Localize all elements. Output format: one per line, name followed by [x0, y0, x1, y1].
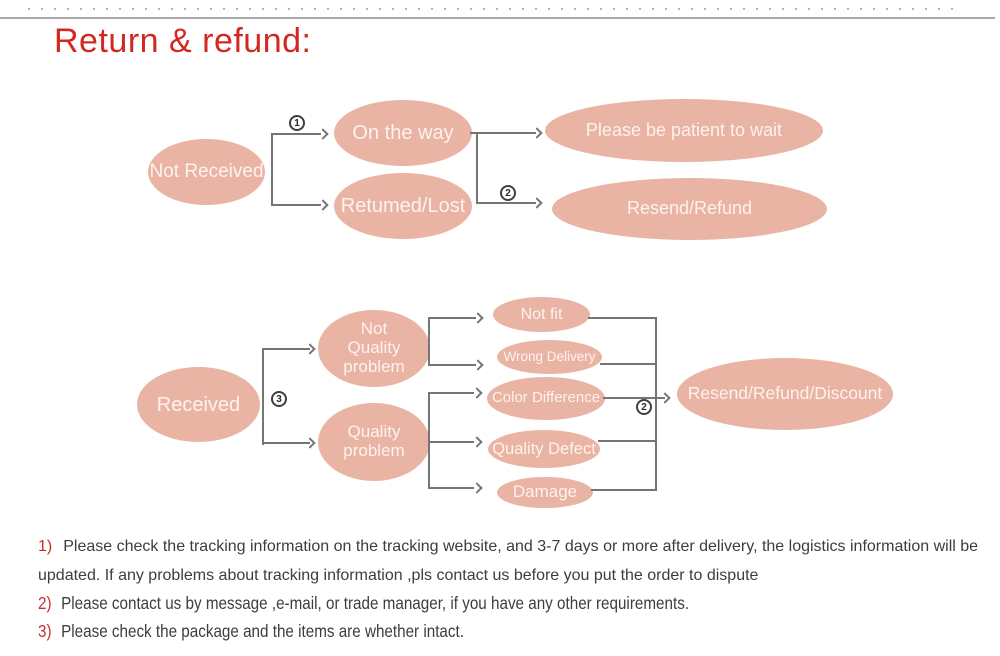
top-dotted-divider	[28, 8, 956, 10]
connector-line	[271, 134, 273, 206]
node-resend-refund-discount: Resend/Refund/Discount	[677, 358, 893, 430]
connector-line	[428, 392, 474, 394]
connector-line	[603, 397, 657, 399]
note-1-text: Please check the tracking information on…	[38, 538, 979, 584]
note-2: 2) Please contact us by message ,e-mail, …	[38, 589, 871, 618]
note-1-number: 1)	[38, 538, 53, 555]
step-2-badge: 2	[500, 185, 516, 201]
node-not-fit: Not fit	[493, 297, 590, 332]
node-quality-problem: Quality problem	[318, 403, 430, 481]
connector-line	[476, 202, 536, 204]
connector-line	[428, 364, 476, 366]
connector-line	[262, 349, 264, 445]
node-wrong-delivery: Wrong Delivery	[497, 340, 602, 374]
note-3: 3) Please check the package and the items…	[38, 617, 871, 646]
connector-line	[262, 442, 310, 444]
connector-line	[600, 363, 657, 365]
connector-line	[428, 487, 474, 489]
node-please-wait: Please be patient to wait	[545, 99, 823, 162]
connector-line	[271, 133, 321, 135]
node-color-difference: Color Difference	[487, 377, 605, 420]
top-solid-divider	[0, 17, 995, 19]
connector-line	[428, 317, 476, 319]
node-resend-refund: Resend/Refund	[552, 178, 827, 240]
step-2-badge: 2	[636, 399, 652, 415]
page-title: Return & refund:	[54, 22, 312, 60]
connector-line	[476, 132, 478, 204]
note-2-text: Please contact us by message ,e-mail, or…	[61, 593, 690, 613]
node-damage: Damage	[497, 477, 593, 508]
note-2-number: 2)	[38, 593, 52, 613]
note-3-text: Please check the package and the items a…	[61, 621, 464, 641]
connector-line	[470, 132, 536, 134]
node-not-quality-problem: Not Quality problem	[318, 310, 430, 387]
node-quality-defect: Quality Defect	[488, 430, 600, 468]
connector-line	[428, 392, 430, 489]
note-3-number: 3)	[38, 621, 52, 641]
connector-line	[598, 440, 657, 442]
connector-line	[591, 489, 657, 491]
connector-line	[655, 317, 657, 491]
node-not-received: Not Received	[148, 139, 265, 205]
connector-line	[271, 204, 321, 206]
step-1-badge: 1	[289, 115, 305, 131]
connector-line	[655, 397, 665, 399]
step-3-badge: 3	[271, 391, 287, 407]
note-1: 1)Please check the tracking information …	[38, 533, 996, 590]
node-received: Received	[137, 367, 260, 442]
connector-line	[262, 348, 310, 350]
connector-line	[588, 317, 657, 319]
connector-line	[428, 441, 474, 443]
node-on-the-way: On the way	[334, 100, 472, 166]
connector-line	[428, 317, 430, 366]
node-retumed-lost: Retumed/Lost	[334, 173, 472, 239]
